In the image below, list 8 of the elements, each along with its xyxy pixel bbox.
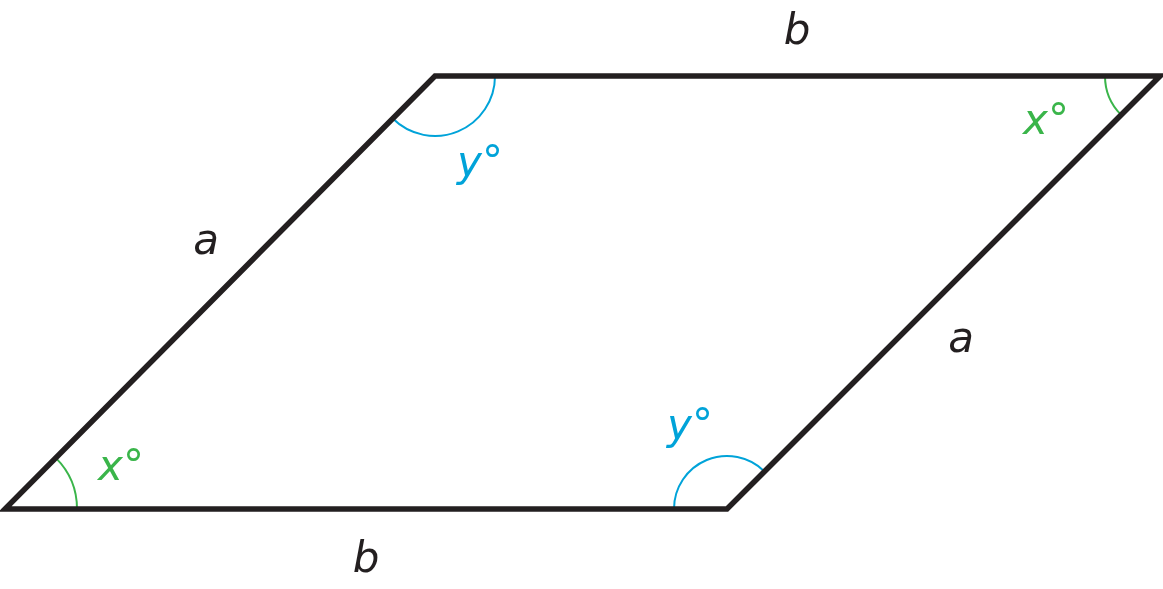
side-label: a [948,317,974,359]
side-label: b [783,9,811,51]
side-label: a [193,219,219,261]
angle-label: x° [1023,99,1069,141]
angle-label: x° [98,445,144,487]
angle-label: y° [667,404,713,446]
side-label: b [352,537,380,579]
angle-label: y° [457,141,503,183]
